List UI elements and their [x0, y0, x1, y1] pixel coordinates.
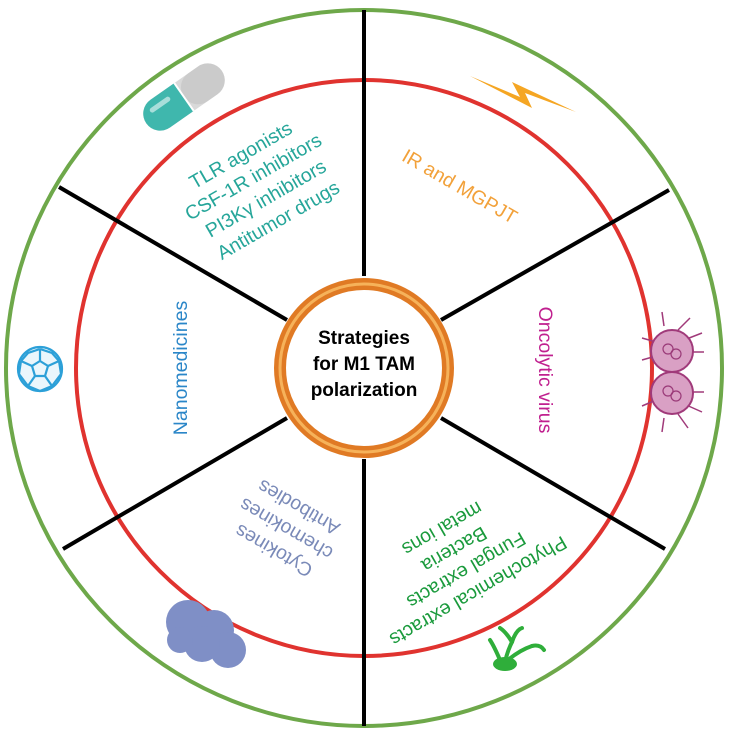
spoke-upper-right [440, 188, 670, 322]
center-hub: Strategies for M1 TAM polarization [274, 278, 454, 458]
fullerene-icon [16, 345, 64, 393]
segment-virus-label: Oncolytic virus [534, 307, 556, 434]
spoke-lower-right [439, 416, 667, 551]
segment-nano-label: Nanomedicines [170, 301, 192, 436]
spoke-upper-left [57, 185, 289, 322]
ir-line-1: IR and MGPJT [398, 145, 521, 229]
center-ring-highlight [278, 282, 450, 454]
segment-natural-label: Phytochemical extracts Fungal extracts B… [385, 497, 570, 651]
spokes [57, 10, 670, 726]
center-title-line-2: for M1 TAM [313, 354, 415, 375]
protein-blob-icon [166, 600, 246, 668]
spoke-lower-left [61, 416, 289, 551]
center-title-line-3: polarization [311, 380, 418, 401]
fungus-icon [488, 626, 546, 671]
nano-line-1: Nanomedicines [170, 301, 192, 436]
virus-cells-icon [641, 311, 704, 433]
center-title-line-1: Strategies [318, 328, 410, 349]
segment-ir-label: IR and MGPJT [398, 145, 521, 229]
virus-line-1: Oncolytic virus [534, 307, 556, 434]
center-fill [287, 291, 441, 445]
segment-immune-label: Cytokines chemokines Antibodies [231, 475, 344, 582]
lightning-icon [470, 76, 576, 112]
capsule-icon [143, 63, 225, 131]
